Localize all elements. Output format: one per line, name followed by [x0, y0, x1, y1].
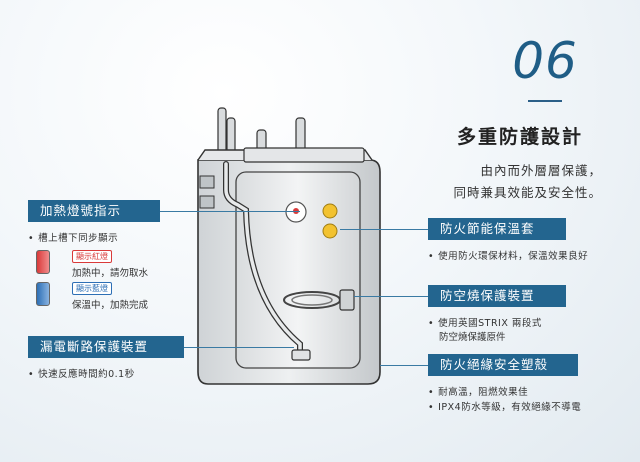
tag-insulation-jacket: 防火節能保溫套 [428, 218, 566, 240]
leader-line-dry-fire [354, 296, 428, 297]
section-rule [528, 100, 562, 102]
inner-tank [235, 171, 361, 369]
blue-lamp-caption: 保溫中，加熱完成 [72, 300, 149, 311]
tag-dry-fire-protection: 防空燒保護裝置 [428, 285, 566, 307]
tag-indicator-light: 加熱燈號指示 [28, 200, 160, 222]
section-number: 06 [512, 32, 578, 90]
breaker-description: 快速反應時間約0.1秒 [28, 366, 135, 380]
insulation-line-1: 使用防火環保材料，保溫效果良好 [428, 248, 588, 262]
leader-line-insulation [340, 229, 428, 230]
indicator-lamp-bottom [322, 223, 338, 239]
red-lamp-caption: 加熱中，請勿取水 [72, 268, 149, 279]
tag-leakage-breaker: 漏電斷路保護裝置 [28, 336, 184, 358]
dry-fire-line-2: 防空燒保護原件 [439, 332, 506, 343]
blue-lamp-label: 顯示藍燈 [72, 282, 112, 295]
indicator-description: 槽上槽下同步顯示 [28, 230, 118, 244]
intro-line-1: 由內而外層層保護， [480, 163, 602, 178]
shell-line-2: IPX4防水等級，有效絕緣不導電 [428, 399, 581, 413]
indicator-lamp-top [322, 203, 338, 219]
leader-line-indicator [160, 211, 300, 212]
page-title: 多重防護設計 [456, 126, 583, 148]
leader-line-breaker [184, 347, 294, 348]
red-lamp-icon [36, 250, 50, 274]
bottom-valve [291, 349, 311, 361]
red-lamp-label: 顯示紅燈 [72, 250, 112, 263]
tag-insulated-shell: 防火絕緣安全塑殼 [428, 354, 578, 376]
dry-fire-line-1: 使用英國STRIX 兩段式 [428, 315, 542, 329]
shell-line-1: 耐高溫，阻燃效果佳 [428, 384, 528, 398]
leader-line-shell [380, 365, 428, 366]
blue-lamp-icon [36, 282, 50, 306]
intro-line-2: 同時兼具效能及安全性。 [453, 185, 602, 200]
